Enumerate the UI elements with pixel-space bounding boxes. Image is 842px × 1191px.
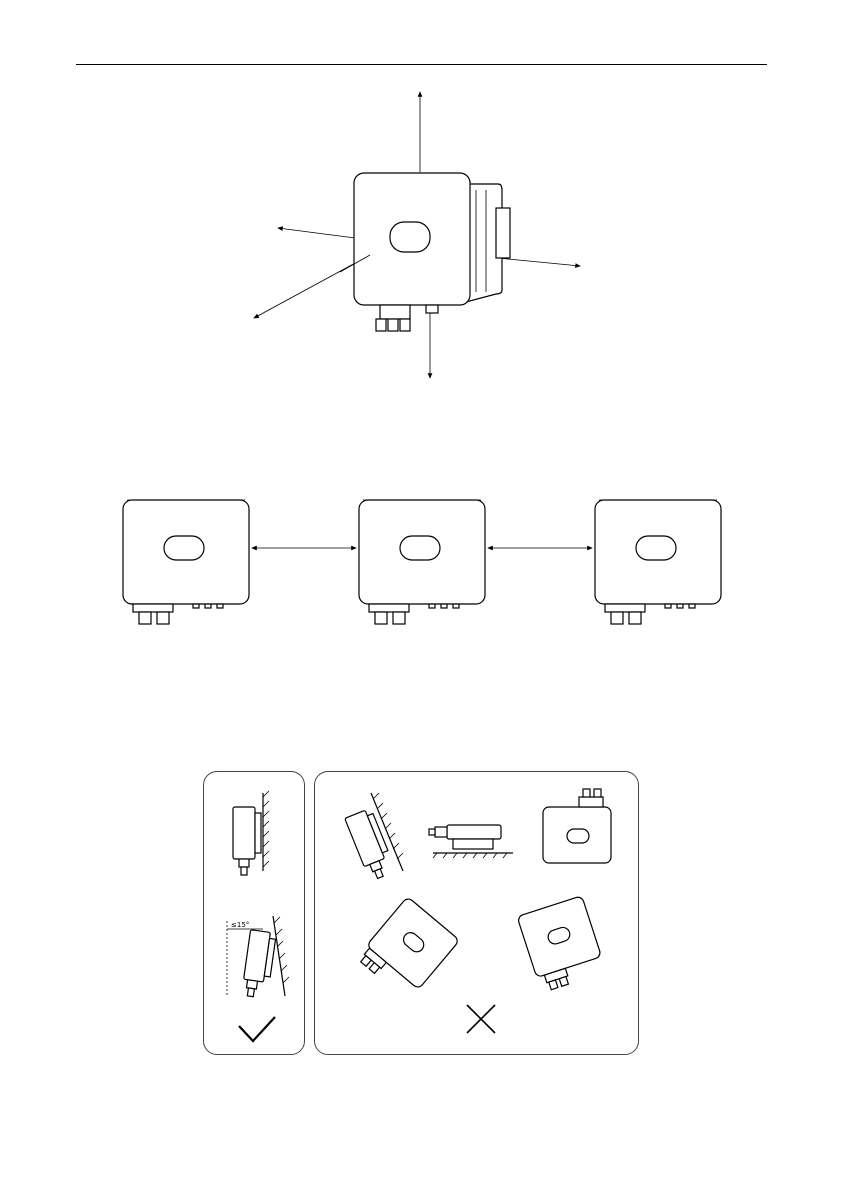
orientation-figure: ≤15°: [203, 771, 639, 1055]
spacing-figure: [118, 496, 728, 636]
header-rule: [76, 64, 767, 65]
inverter-unit-1: [123, 500, 249, 624]
inverter-unit-3: [595, 500, 721, 624]
inverter-bottom-connectors: [376, 305, 438, 331]
check-mark-icon: [239, 1017, 275, 1041]
tilt-angle-label: ≤15°: [231, 921, 249, 929]
cross-mark-icon: [467, 1005, 495, 1033]
incorrect-upside-down-mount: [543, 789, 611, 863]
clearance-figure: [230, 80, 610, 390]
clearance-arrow-right: [498, 258, 580, 266]
clearance-arrow-left: [278, 228, 355, 238]
correct-tilted-mount: ≤15°: [227, 916, 289, 999]
incorrect-rotated-left-mount: [356, 897, 460, 1002]
inverter-display-window: [390, 222, 430, 252]
incorrect-flat-mount: [429, 825, 513, 858]
incorrect-tilted-back-mount: [345, 793, 403, 881]
correct-vertical-mount: [233, 791, 269, 875]
incorrect-rotated-right-mount: [517, 896, 606, 993]
inverter-side-body: [466, 184, 510, 302]
inverter-unit-2: [359, 500, 485, 624]
